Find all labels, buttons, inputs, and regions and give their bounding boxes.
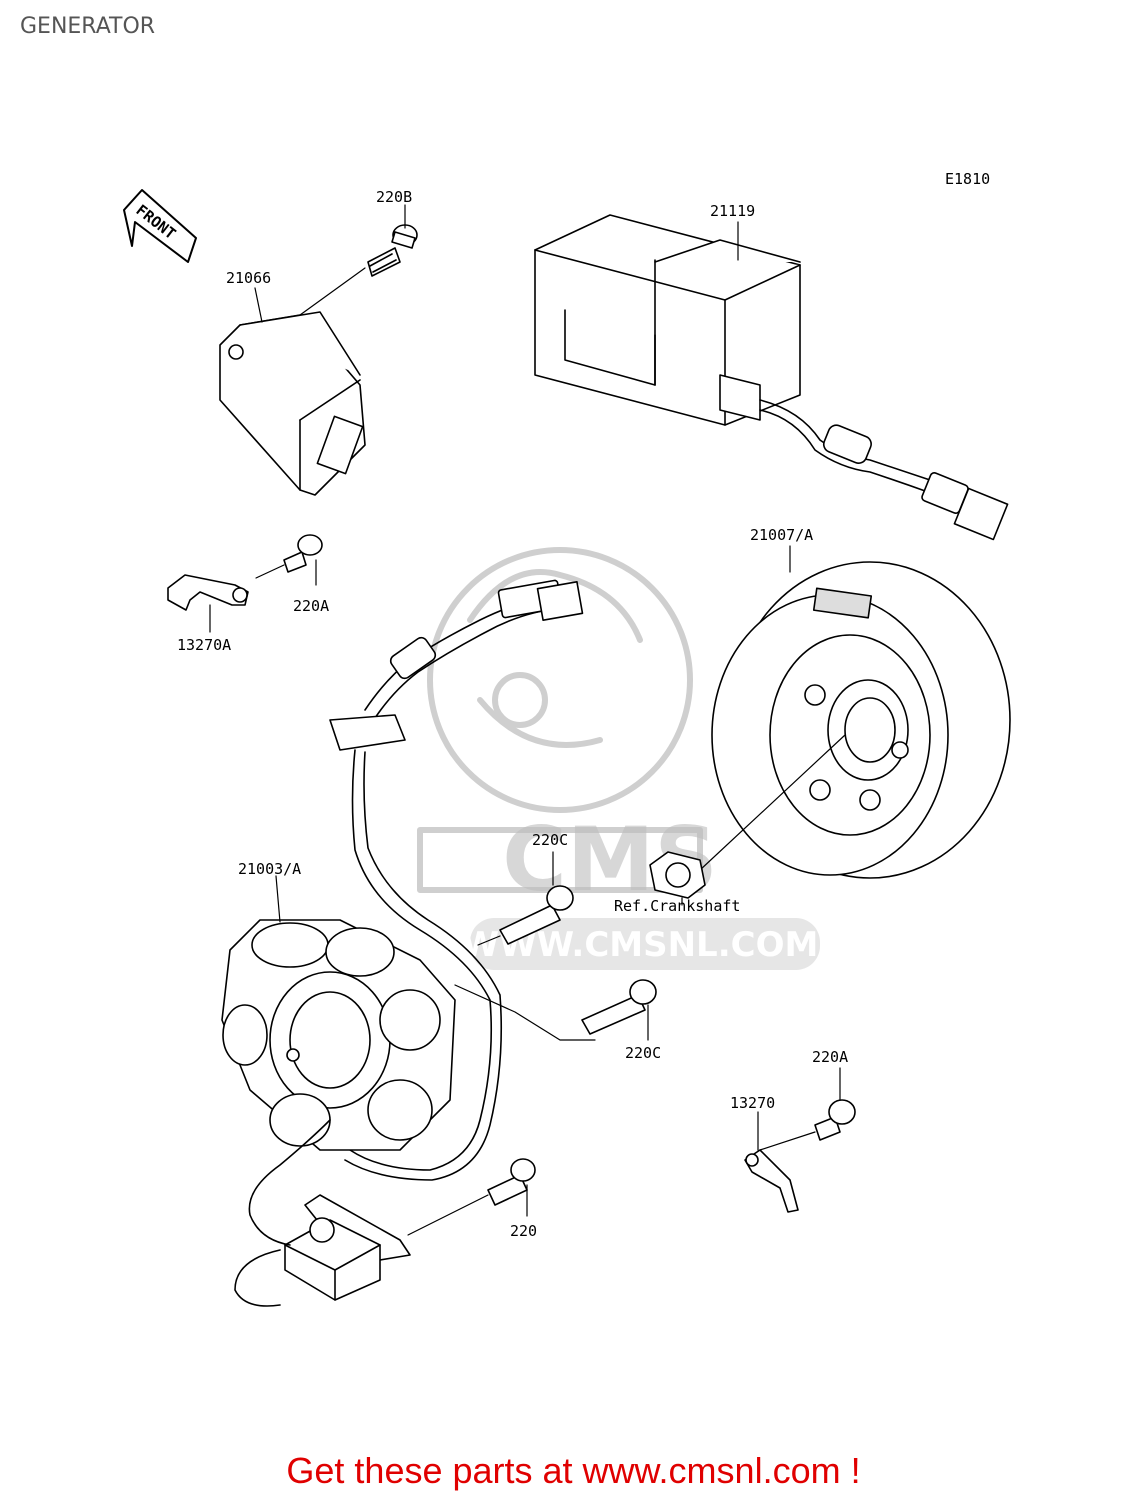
cta-banner[interactable]: Get these parts at www.cmsnl.com ! <box>0 1450 1147 1492</box>
part-21066-unit <box>219 311 366 496</box>
bolt-220c-bottom <box>581 979 657 1035</box>
label-21003a: 21003/A <box>238 860 301 878</box>
label-220a-bottom: 220A <box>812 1048 848 1066</box>
label-21066: 21066 <box>226 269 271 287</box>
bolt-220c-top <box>499 885 574 945</box>
label-13270a: 13270A <box>177 636 231 654</box>
bolt-220 <box>487 1158 536 1206</box>
bracket-13270 <box>744 1149 799 1213</box>
bracket-13270a <box>167 574 249 611</box>
generator-parts-diagram: CMS WWW.CMSNL.COM FRONT E1810 <box>123 170 1011 1307</box>
label-220c-bottom: 220C <box>625 1044 661 1062</box>
pickup-coil <box>284 1194 411 1301</box>
bolt-220b <box>367 224 418 277</box>
label-220a-top: 220A <box>293 597 329 615</box>
label-220b: 220B <box>376 188 412 206</box>
part-21003a-stator <box>221 919 456 1151</box>
front-arrow-icon: FRONT <box>123 189 197 263</box>
label-21007a: 21007/A <box>750 526 813 544</box>
watermark-url-band <box>470 918 820 970</box>
bolt-220a-top <box>283 534 323 573</box>
page-title: GENERATOR <box>20 14 156 39</box>
label-13270: 13270 <box>730 1094 775 1112</box>
bolt-220a-bottom <box>814 1099 856 1141</box>
label-ref-crankshaft: Ref.Crankshaft <box>614 897 740 915</box>
stator-harness <box>329 579 584 1181</box>
regulator-harness <box>759 399 1009 541</box>
watermark <box>417 547 703 893</box>
diagram-code: E1810 <box>945 170 990 188</box>
crankshaft-nut <box>649 851 706 899</box>
cta-link[interactable]: Get these parts at www.cmsnl.com ! <box>286 1450 861 1491</box>
label-21119: 21119 <box>710 202 755 220</box>
label-220: 220 <box>510 1222 537 1240</box>
part-21007a-rotor <box>711 561 1011 879</box>
part-21119-regulator <box>534 214 801 426</box>
label-220c-top: 220C <box>532 831 568 849</box>
